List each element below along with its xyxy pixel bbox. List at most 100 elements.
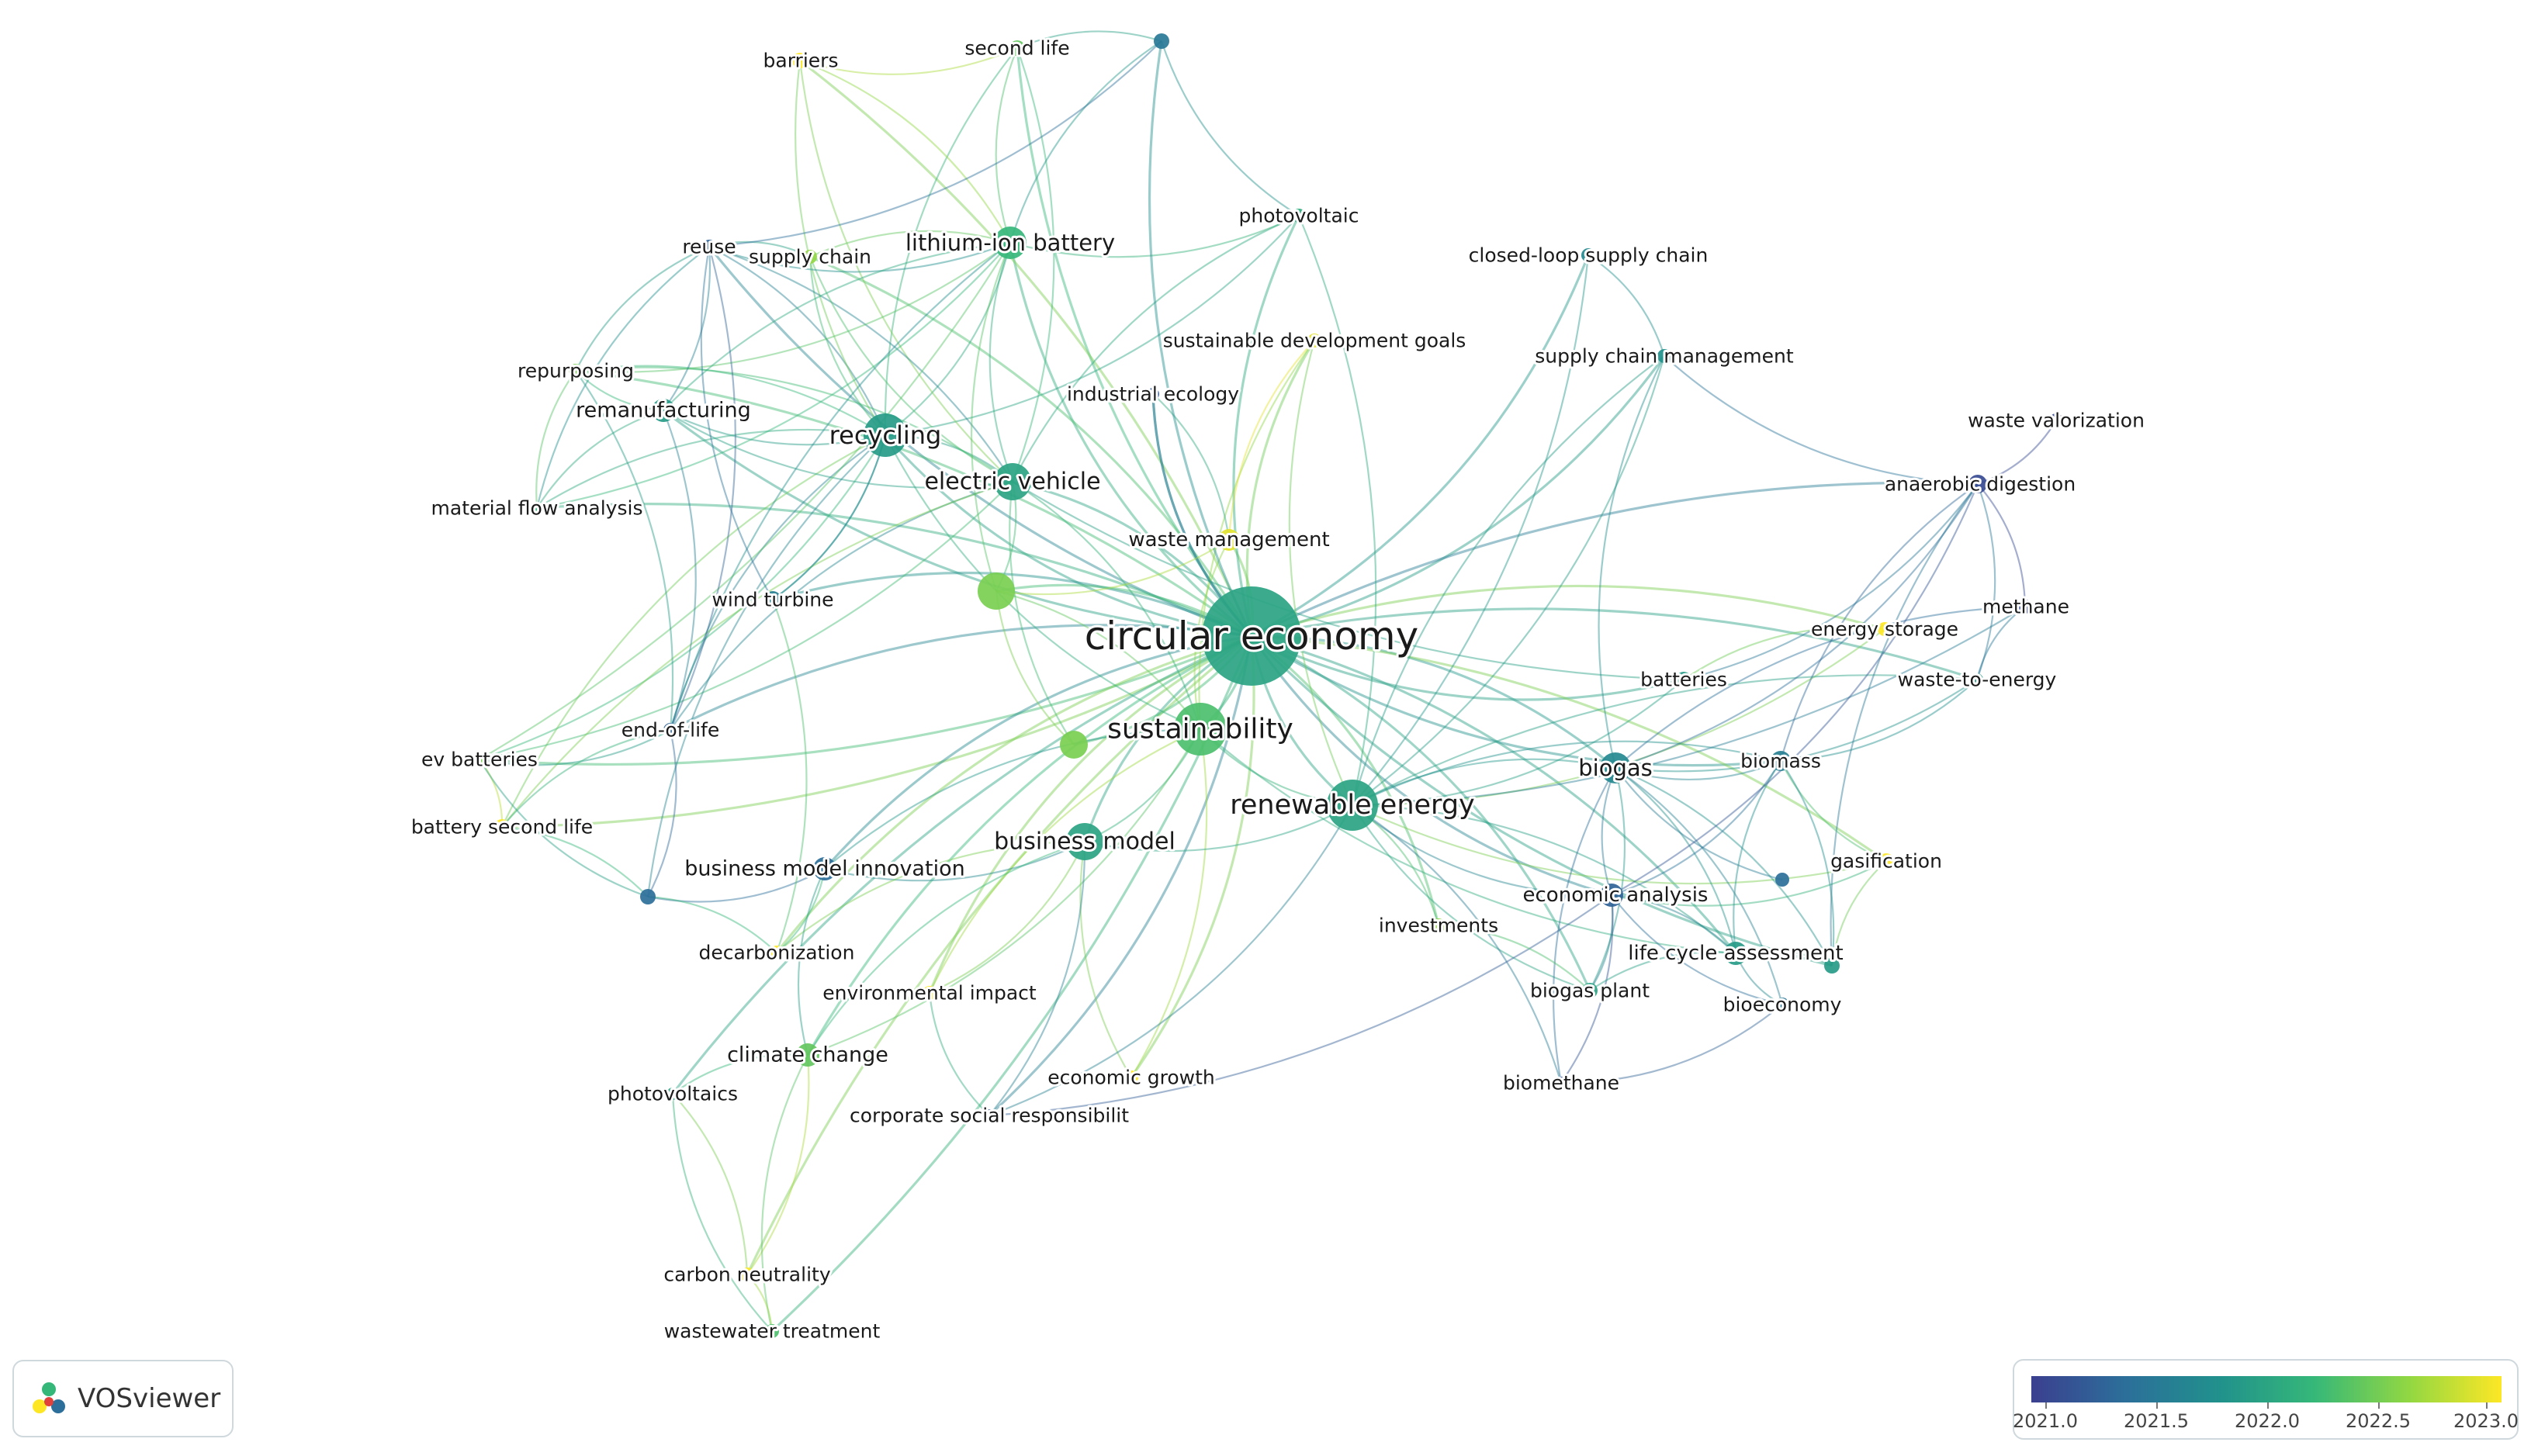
- network-link: [1601, 767, 1617, 896]
- node-economic-growth[interactable]: [1124, 1070, 1138, 1084]
- node-business-model[interactable]: [1066, 823, 1103, 860]
- network-link: [1683, 483, 1979, 681]
- node-wind-turbine[interactable]: [764, 591, 781, 608]
- label-recycling: recycling: [829, 420, 942, 450]
- network-link: [1288, 340, 1354, 806]
- network-link: [1830, 860, 1887, 967]
- network-link: [1351, 355, 1665, 806]
- node-remanufacturing[interactable]: [652, 399, 675, 422]
- node-environmental-impact[interactable]: [923, 986, 937, 1000]
- network-link: [797, 868, 826, 1056]
- network-link: [479, 635, 1252, 766]
- network-link: [746, 635, 1253, 1275]
- node-second-life[interactable]: [1009, 40, 1025, 56]
- node-repurposing[interactable]: [569, 364, 583, 378]
- network-link: [1611, 860, 1887, 907]
- legend-tick: 2022.0: [2235, 1402, 2300, 1432]
- node-unlabeled[interactable]: [1824, 958, 1840, 974]
- network-link: [1009, 40, 1162, 244]
- network-link: [995, 590, 1075, 745]
- node-electric-vehicle[interactable]: [994, 463, 1031, 500]
- node-unlabeled[interactable]: [1775, 873, 1789, 887]
- node-material-flow-analysis[interactable]: [531, 502, 543, 514]
- node-waste-to-energy[interactable]: [1971, 673, 1983, 686]
- legend-tick: 2021.5: [2124, 1402, 2189, 1432]
- network-link: [1615, 767, 1783, 881]
- node-photovoltaic[interactable]: [1292, 209, 1306, 223]
- node-life-cycle-assessment[interactable]: [1724, 942, 1747, 965]
- label-business-model-innovation: business model innovation: [684, 857, 964, 881]
- node-business-model-innovation[interactable]: [813, 857, 836, 880]
- node-bioeconomy[interactable]: [1775, 998, 1789, 1012]
- node-corporate-social-responsibilit[interactable]: [983, 1109, 995, 1122]
- node-biogas[interactable]: [1600, 752, 1631, 783]
- node-barriers[interactable]: [792, 53, 808, 68]
- node-unlabeled[interactable]: [640, 889, 656, 904]
- network-link: [671, 635, 1252, 1095]
- node-energy-storage[interactable]: [1878, 622, 1892, 636]
- network-link: [1611, 760, 1781, 897]
- network-link: [1780, 679, 1978, 763]
- node-biomass[interactable]: [1771, 751, 1791, 771]
- node-unlabeled[interactable]: [1154, 33, 1169, 49]
- node-waste-management[interactable]: [1218, 529, 1240, 551]
- network-link: [536, 242, 1011, 510]
- node-investments[interactable]: [1432, 918, 1446, 932]
- network-link: [1780, 760, 1887, 863]
- node-climate-change[interactable]: [796, 1043, 819, 1067]
- node-industrial-ecology[interactable]: [1147, 388, 1159, 400]
- network-link: [501, 480, 1013, 828]
- node-biomethane[interactable]: [1555, 1077, 1567, 1089]
- network-link: [1227, 340, 1315, 541]
- node-battery-second-life[interactable]: [494, 819, 510, 835]
- network-link: [1198, 340, 1315, 730]
- network-link: [1438, 924, 1591, 991]
- network-link: [1589, 951, 1736, 991]
- node-ev-batteries[interactable]: [473, 753, 486, 766]
- network-link: [1297, 215, 1377, 806]
- network-link: [662, 410, 697, 731]
- node-reuse[interactable]: [702, 240, 716, 254]
- node-lithium-ion-battery[interactable]: [994, 227, 1027, 259]
- network-link: [708, 246, 887, 436]
- node-decarbonization[interactable]: [770, 946, 784, 960]
- node-supply-chain[interactable]: [803, 250, 817, 264]
- node-batteries[interactable]: [1676, 672, 1691, 687]
- network-link: [772, 434, 887, 600]
- node-recycling[interactable]: [864, 413, 907, 457]
- node-biogas-plant[interactable]: [1582, 983, 1598, 998]
- node-carbon-neutrality[interactable]: [740, 1268, 754, 1281]
- node-renewable-energy[interactable]: [1327, 780, 1378, 831]
- network-link: [1232, 215, 1300, 637]
- node-closed-loop-supply-chain[interactable]: [1581, 248, 1595, 262]
- node-unlabeled[interactable]: [1060, 731, 1088, 759]
- label-waste-valorization: waste valorization: [1968, 410, 2145, 432]
- node-methane[interactable]: [2018, 600, 2032, 614]
- node-sustainability[interactable]: [1174, 703, 1227, 756]
- label-closed-loop-supply-chain: closed-loop supply chain: [1469, 244, 1709, 267]
- network-link: [807, 728, 1201, 1057]
- node-photovoltaics[interactable]: [667, 1088, 679, 1100]
- node-gasification[interactable]: [1878, 853, 1894, 869]
- network-link: [809, 255, 1253, 637]
- network-link: [824, 841, 1085, 882]
- network-link: [760, 1054, 808, 1332]
- network-link: [1615, 483, 1979, 770]
- network-link: [929, 728, 1201, 994]
- label-waste-management: waste management: [1128, 528, 1329, 552]
- network-link: [1251, 254, 1590, 638]
- node-end-of-life[interactable]: [663, 723, 677, 737]
- node-economic-analysis[interactable]: [1600, 884, 1623, 907]
- node-waste-valorization[interactable]: [2049, 413, 2063, 427]
- network-link: [479, 729, 671, 766]
- node-anaerobic-digestion[interactable]: [1968, 475, 1987, 493]
- node-wastewater-treatment[interactable]: [765, 1324, 779, 1338]
- node-supply-chain-management[interactable]: [1657, 349, 1671, 363]
- network-link: [1352, 804, 1563, 1084]
- node-sustainable-development-goals[interactable]: [1307, 334, 1321, 348]
- node-circular-economy[interactable]: [1202, 586, 1301, 686]
- network-link: [1615, 766, 1833, 967]
- node-unlabeled[interactable]: [978, 572, 1015, 610]
- network-link: [1352, 628, 1885, 807]
